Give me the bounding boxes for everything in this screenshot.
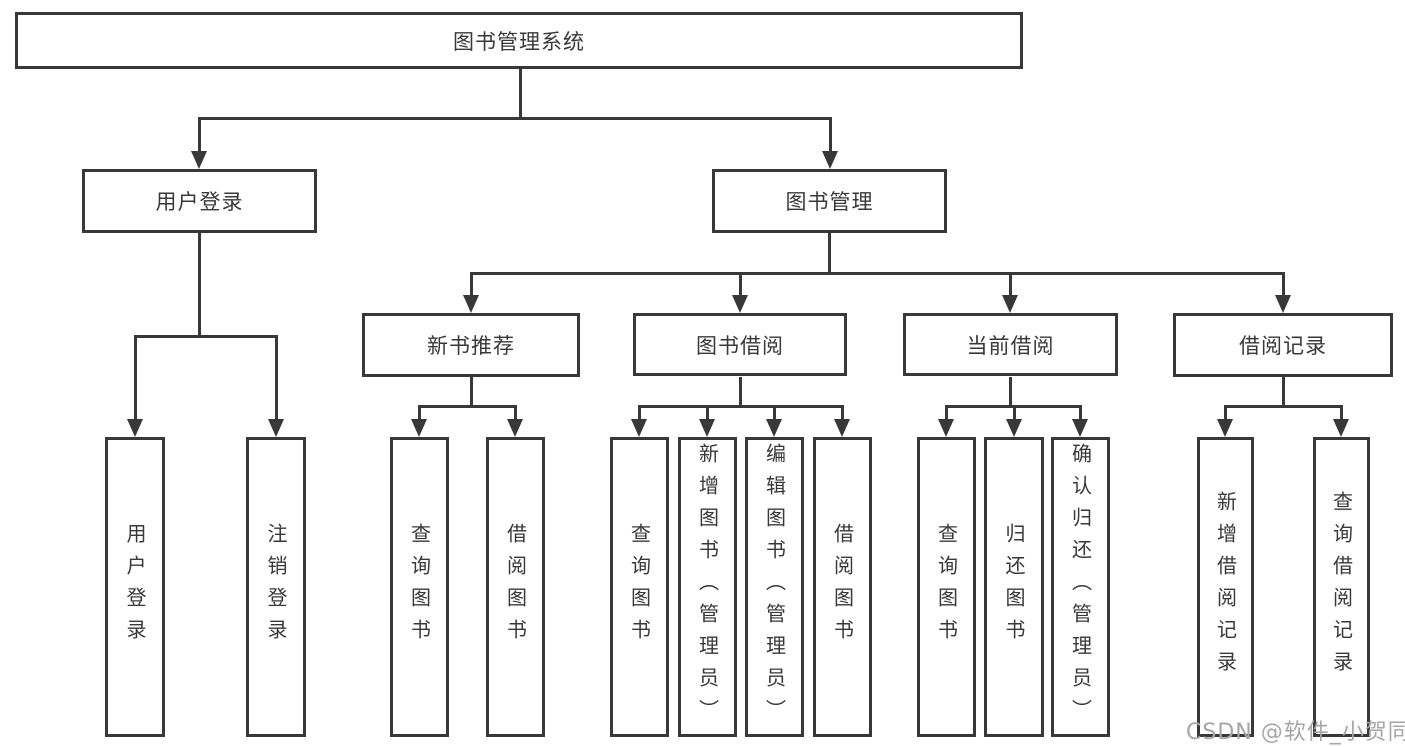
arrow-down-icon <box>463 295 479 313</box>
leaf-label: 查询图书 <box>407 523 432 651</box>
leaf-label: 注销登录 <box>264 523 288 651</box>
connector-line <box>1224 405 1227 419</box>
leaf-label: 查询图书 <box>934 523 959 651</box>
leaf-label: 新增借阅记录 <box>1213 491 1238 683</box>
arrow-down-icon <box>1006 419 1022 437</box>
connector-line <box>198 233 201 338</box>
leaf-query-books-recommend: 查询图书 <box>390 437 449 737</box>
leaf-label: 借阅图书 <box>503 523 528 651</box>
leaf-logout: 注销登录 <box>246 437 306 737</box>
arrow-down-icon <box>127 419 143 437</box>
leaf-label: 用户登录 <box>123 523 147 651</box>
leaf-edit-books-admin: 编辑图书（管理员） <box>745 437 804 737</box>
leaf-user-login: 用户登录 <box>105 437 165 737</box>
leaf-query-borrow-record: 查询借阅记录 <box>1313 437 1370 737</box>
leaf-label: 新增图书（管理员） <box>695 443 720 731</box>
arrow-down-icon <box>834 419 850 437</box>
connector-line <box>638 405 844 408</box>
leaf-confirm-return-admin: 确认归还（管理员） <box>1051 437 1110 737</box>
arrow-down-icon <box>631 419 647 437</box>
connector-line <box>829 117 832 151</box>
arrow-down-icon <box>699 419 715 437</box>
leaf-return-books: 归还图书 <box>984 437 1044 737</box>
connector-line <box>470 272 1285 275</box>
leaf-borrow-books: 借阅图书 <box>813 437 872 737</box>
connector-line <box>198 117 832 120</box>
node-user-login: 用户登录 <box>82 169 317 233</box>
connector-line <box>514 405 517 419</box>
leaf-query-books-current: 查询图书 <box>917 437 976 737</box>
connector-line <box>1079 405 1082 419</box>
arrow-down-icon <box>411 419 427 437</box>
connector-line <box>739 272 742 295</box>
node-book-management: 图书管理 <box>712 169 947 233</box>
leaf-label: 编辑图书（管理员） <box>762 443 787 731</box>
arrow-down-icon <box>732 295 748 313</box>
arrow-down-icon <box>822 151 838 169</box>
arrow-down-icon <box>1333 419 1349 437</box>
node-label: 图书借阅 <box>696 333 784 358</box>
leaf-label: 归还图书 <box>1002 523 1026 651</box>
node-label: 新书推荐 <box>427 334 515 358</box>
connector-line <box>1224 405 1343 408</box>
leaf-label: 查询借阅记录 <box>1329 491 1354 683</box>
leaf-borrow-books-recommend: 借阅图书 <box>486 437 545 737</box>
connector-line <box>638 405 641 419</box>
connector-line <box>519 69 522 117</box>
arrow-down-icon <box>1217 419 1233 437</box>
connector-line <box>1282 272 1285 295</box>
connector-line <box>841 405 844 419</box>
node-label: 图书管理 <box>785 190 874 214</box>
arrow-down-icon <box>938 419 954 437</box>
leaf-query-books-borrowing: 查询图书 <box>610 437 669 737</box>
connector-line <box>1009 377 1012 408</box>
connector-line <box>1282 377 1285 408</box>
connector-line <box>773 405 776 419</box>
connector-line <box>418 405 517 408</box>
node-label: 当前借阅 <box>966 333 1055 358</box>
node-current-borrowing: 当前借阅 <box>903 313 1118 376</box>
arrow-down-icon <box>1275 295 1291 313</box>
connector-line <box>470 377 473 408</box>
node-label: 图书管理系统 <box>453 29 585 54</box>
connector-line <box>828 233 831 275</box>
arrow-down-icon <box>1002 295 1018 313</box>
leaf-label: 确认归还（管理员） <box>1068 443 1093 731</box>
leaf-label: 查询图书 <box>627 523 652 651</box>
connector-line <box>706 405 709 419</box>
arrow-down-icon <box>1072 419 1088 437</box>
connector-line <box>134 335 137 419</box>
connector-line <box>1013 405 1016 419</box>
node-label: 用户登录 <box>155 190 244 214</box>
node-label: 借阅记录 <box>1239 334 1327 358</box>
leaf-add-books-admin: 新增图书（管理员） <box>678 437 737 737</box>
connector-line <box>1009 272 1012 295</box>
connector-line <box>275 335 278 419</box>
connector-line <box>418 405 421 419</box>
connector-line <box>470 272 473 295</box>
arrow-down-icon <box>507 419 523 437</box>
node-root-book-management-system: 图书管理系统 <box>15 12 1023 69</box>
leaf-add-borrow-record: 新增借阅记录 <box>1197 437 1254 737</box>
leaf-label: 借阅图书 <box>830 523 855 651</box>
node-borrow-records: 借阅记录 <box>1173 313 1393 377</box>
connector-line <box>945 405 948 419</box>
arrow-down-icon <box>268 419 284 437</box>
node-new-book-recommend: 新书推荐 <box>362 313 580 377</box>
arrow-down-icon <box>766 419 782 437</box>
arrow-down-icon <box>191 151 207 169</box>
connector-line <box>198 117 201 151</box>
watermark: CSDN @软件_小贺同学 <box>1186 720 1405 745</box>
connector-line <box>739 377 742 408</box>
connector-line <box>134 335 278 338</box>
connector-line <box>1340 405 1343 419</box>
node-book-borrowing: 图书借阅 <box>633 313 847 376</box>
